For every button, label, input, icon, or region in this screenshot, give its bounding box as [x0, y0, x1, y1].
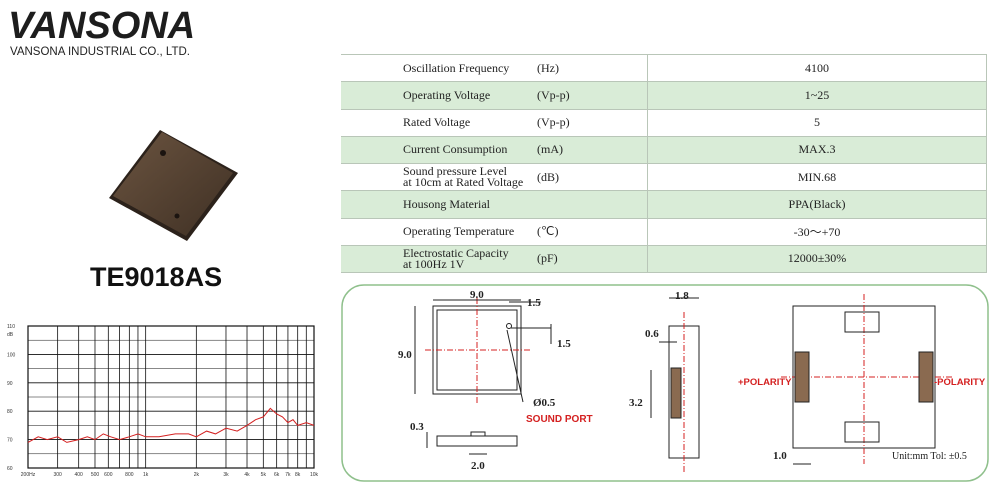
spec-row: Operating Temperature (℃) -30～+70: [341, 217, 987, 246]
dim-height-label: 9.0: [398, 349, 412, 361]
spec-value: MAX.3: [647, 135, 987, 165]
dim-port-x-label: 1.5: [527, 297, 541, 309]
spec-name: Rated Voltage: [403, 108, 537, 137]
x-tick-label: 10k: [310, 472, 319, 478]
y-tick-label: 60: [7, 466, 13, 472]
spec-unit: (Vp-p): [537, 108, 648, 137]
spec-unit: [537, 190, 648, 219]
x-tick-label: 300: [53, 472, 62, 478]
dim-side-height-label: 0.3: [410, 421, 424, 433]
x-tick-label: 8k: [295, 472, 301, 478]
negative-polarity-label: -POLARITY: [934, 377, 986, 388]
dim-thickness-label: 1.8: [675, 290, 689, 302]
spec-name: Oscillation Frequency: [403, 53, 537, 83]
spec-value: 4100: [647, 53, 987, 83]
spec-name: Operating Temperature: [403, 217, 537, 246]
x-tick-label: 4k: [244, 472, 250, 478]
x-tick-label: 200Hz: [21, 472, 36, 478]
y-unit-label: dB: [7, 332, 14, 338]
x-tick-label: 6k: [274, 472, 280, 478]
dim-port-y-label: 1.5: [557, 338, 571, 350]
spec-value: PPA(Black): [647, 190, 987, 219]
x-tick-label: 5k: [261, 472, 267, 478]
dim-pad-inset-label: 0.6: [645, 328, 659, 340]
spec-row: Current Consumption (mA) MAX.3: [341, 135, 987, 165]
model-number: TE9018AS: [90, 262, 223, 292]
spec-name: Housong Material: [403, 190, 537, 219]
y-tick-label: 90: [7, 381, 13, 387]
spec-row: Housong Material PPA(Black): [341, 190, 987, 219]
x-tick-label: 1k: [143, 472, 149, 478]
spec-value: -30～+70: [647, 217, 987, 246]
spec-value: 12000±30%: [647, 244, 987, 274]
spec-value: 1~25: [647, 81, 987, 110]
x-tick-label: 600: [104, 472, 113, 478]
spec-unit: (mA): [537, 135, 648, 165]
x-tick-label: 400: [75, 472, 84, 478]
spec-unit: (pF): [537, 244, 648, 274]
y-tick-label: 80: [7, 409, 13, 415]
sound-port-label: SOUND PORT: [526, 414, 593, 425]
spec-name: Operating Voltage: [403, 81, 537, 110]
x-tick-label: 500: [91, 472, 100, 478]
spec-row: Oscillation Frequency (Hz) 4100: [341, 53, 987, 83]
units-note: Unit:mm Tol: ±0.5: [892, 451, 967, 462]
y-tick-label: 100: [7, 352, 16, 358]
spec-name: Current Consumption: [403, 135, 537, 165]
y-tick-label: 110: [7, 324, 15, 330]
x-tick-label: 7k: [285, 472, 291, 478]
spec-value: 5: [647, 108, 987, 137]
dim-pad-length-label: 3.2: [629, 397, 643, 409]
response-curve: [27, 407, 315, 443]
x-tick-label: 3k: [223, 472, 229, 478]
y-tick-label: 70: [7, 438, 13, 444]
company-logo: VANSONA VANSONA INDUSTRIAL CO., LTD.: [8, 6, 198, 64]
dim-width-label: 9.0: [470, 289, 484, 301]
dim-pad-width-label: 1.0: [773, 450, 787, 462]
spec-value: MIN.68: [647, 162, 987, 192]
company-name: VANSONA INDUSTRIAL CO., LTD.: [10, 46, 190, 58]
spec-row: Operating Voltage (Vp-p) 1~25: [341, 81, 987, 110]
spec-table: Oscillation Frequency (Hz) 4100 Operatin…: [341, 53, 987, 274]
dim-port-dia-label: Ø0.5: [533, 397, 556, 409]
product-photo: [109, 130, 238, 241]
side-view-outline: [436, 435, 518, 447]
dim-port-width-label: 2.0: [471, 460, 485, 472]
x-tick-label: 2k: [194, 472, 200, 478]
logo-wordmark: VANSONA: [8, 5, 196, 47]
spec-unit: (Hz): [537, 53, 648, 83]
drawing-panel-border: [341, 284, 989, 482]
spec-unit: (dB): [537, 162, 648, 192]
spec-row: Rated Voltage (Vp-p) 5: [341, 108, 987, 137]
frequency-response-chart: 110 100 90 80 70 60 dB 200Hz 300 400 500 600 800 1k 2k…: [7, 324, 319, 478]
dimension-drawing: [341, 284, 989, 482]
positive-polarity-label: +POLARITY: [738, 377, 792, 388]
spec-unit: (℃): [537, 217, 648, 246]
spec-unit: (Vp-p): [537, 81, 648, 110]
x-tick-label: 800: [125, 472, 134, 478]
